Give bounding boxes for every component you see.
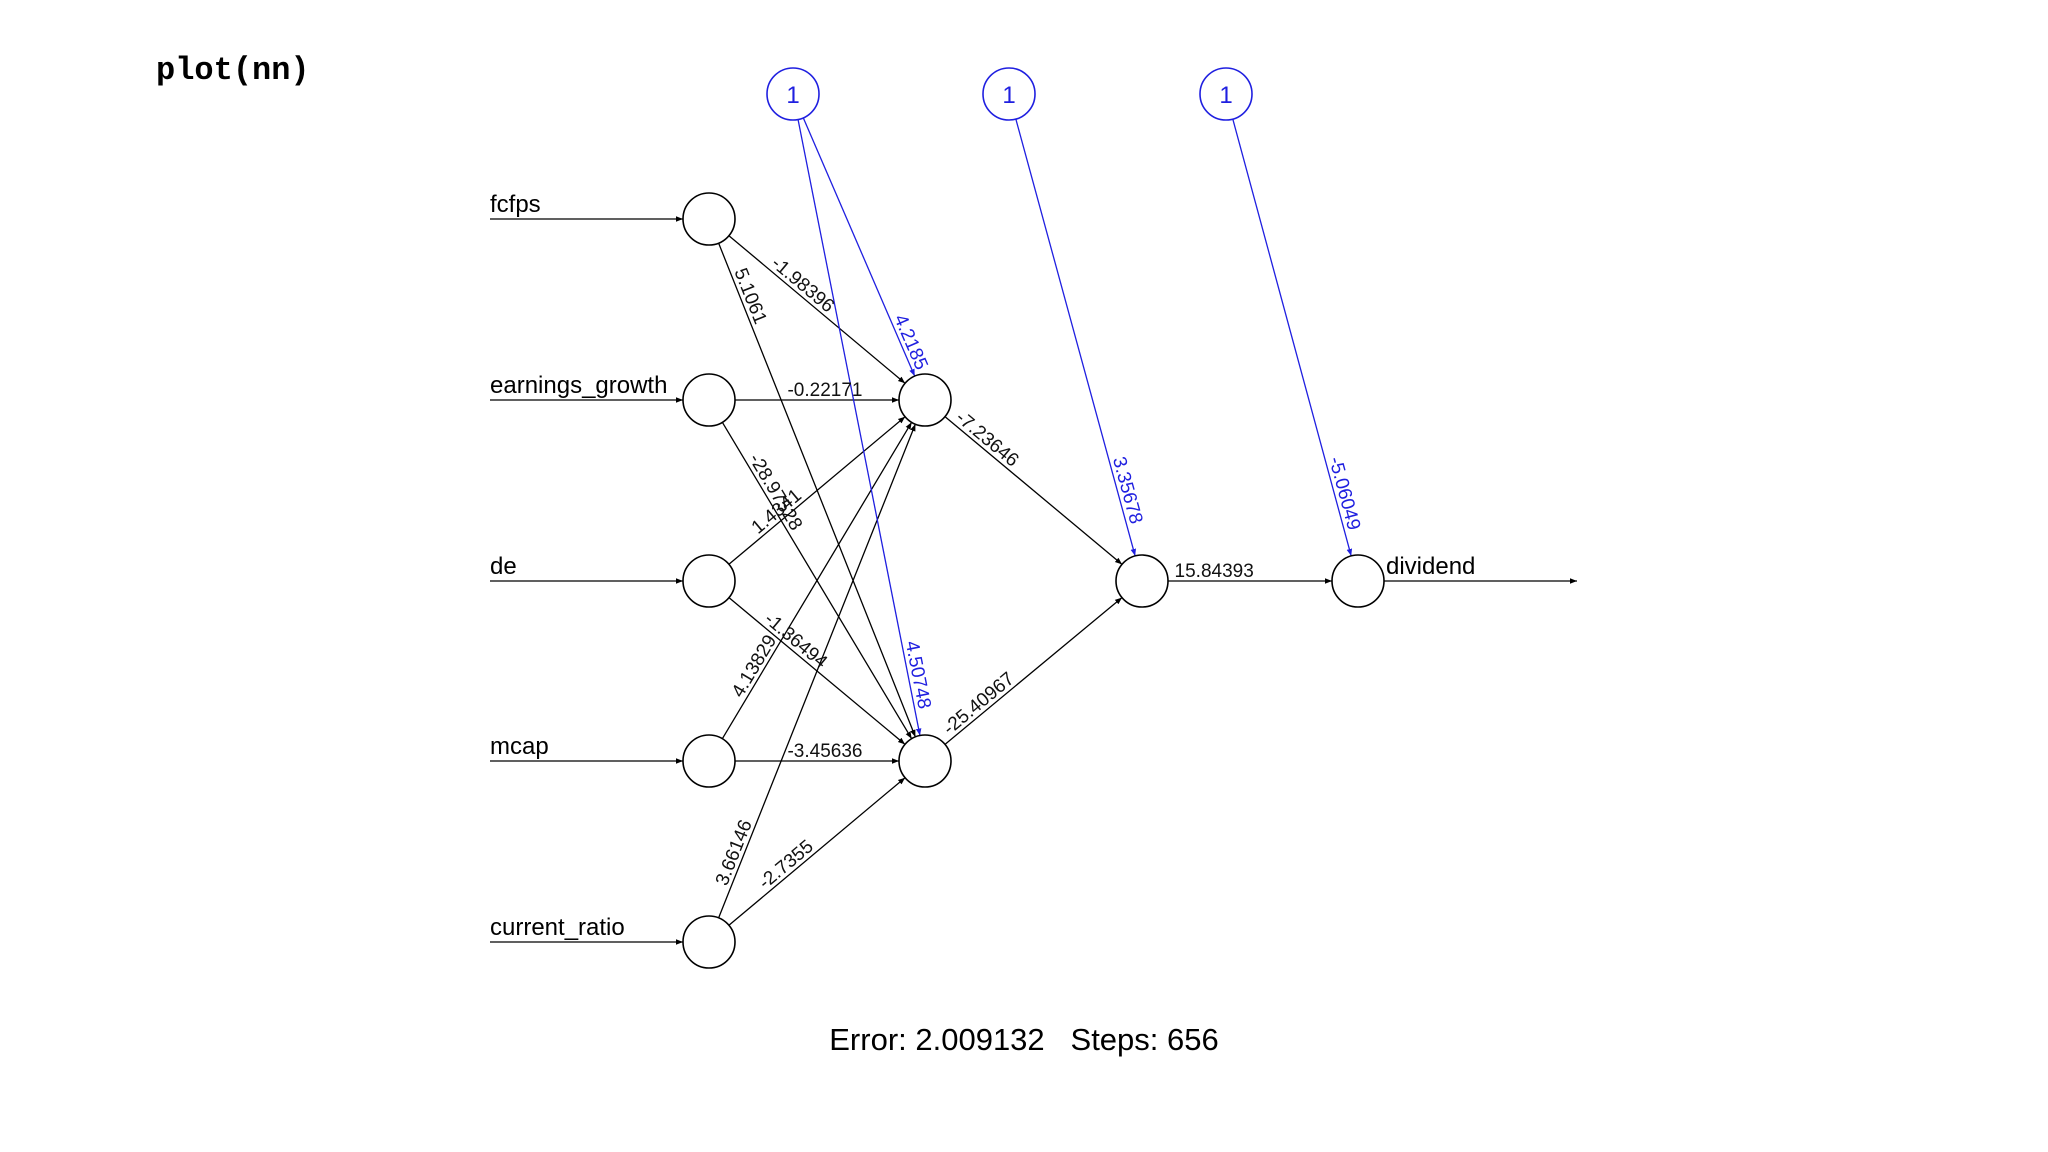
hidden1-node-1 xyxy=(898,373,952,427)
input-node-de xyxy=(682,554,736,608)
output-node xyxy=(1331,554,1385,608)
input-label-de: de xyxy=(490,553,517,580)
weight-label-hidden2-hidden2: -25.40967 xyxy=(939,668,1018,739)
edge-input5-hidden1 xyxy=(718,423,916,919)
edge-hidden1-hidden2 xyxy=(944,416,1123,565)
bias-weight-label-hidden1: 4.2185 xyxy=(889,311,931,373)
input-label-current_ratio: current_ratio xyxy=(490,914,625,941)
hidden2-node-1 xyxy=(1115,554,1169,608)
hidden1-node-2 xyxy=(898,734,952,788)
bias-edge-hidden1 xyxy=(802,117,916,377)
weight-label-input5-hidden1: 3.66146 xyxy=(712,817,757,889)
steps-value: Steps: 656 xyxy=(1070,1022,1219,1057)
bias-weight-label-hidden2: 4.50748 xyxy=(901,639,935,710)
nodes-layer: 1 1 1 xyxy=(682,67,1385,969)
output-label: dividend xyxy=(1386,553,1475,580)
bias-node-label-2: 1 xyxy=(1002,82,1015,109)
input-label-earnings_growth: earnings_growth xyxy=(490,372,667,399)
error-value: Error: 2.009132 xyxy=(829,1022,1045,1057)
weight-label-input5-hidden2: -2.7355 xyxy=(755,836,818,893)
input-node-current_ratio xyxy=(682,915,736,969)
bias-edge-hidden2 xyxy=(1015,118,1137,557)
edge-hidden2-hidden2 xyxy=(944,597,1123,745)
input-node-fcfps xyxy=(682,192,736,246)
weight-label-hidden2-output: 15.84393 xyxy=(1175,561,1254,582)
weight-label-input4-hidden1: 4.13829 xyxy=(728,632,781,702)
bias-weight-label-hidden2: 3.35678 xyxy=(1108,455,1146,527)
input-label-fcfps: fcfps xyxy=(490,191,541,218)
bias-node-label-3: 1 xyxy=(1219,82,1232,109)
bias-node-label-1: 1 xyxy=(786,82,799,109)
bias-weight-label-output: -5.06049 xyxy=(1324,455,1364,533)
training-summary: Error: 2.009132 Steps: 656 xyxy=(0,1022,2048,1058)
bias-edge-output xyxy=(1232,118,1353,557)
input-label-mcap: mcap xyxy=(490,733,549,760)
weight-label-input1-hidden1: -1.98396 xyxy=(767,253,838,317)
weight-label-input4-hidden2: -3.45636 xyxy=(787,741,862,762)
edge-input4-hidden1 xyxy=(721,421,913,740)
bias-node-3 xyxy=(1199,67,1253,121)
weight-label-input1-hidden2: 5.1061 xyxy=(729,265,770,327)
weight-label-input2-hidden1: -0.22171 xyxy=(787,380,862,401)
input-node-mcap xyxy=(682,734,736,788)
edge-input3-hidden1 xyxy=(728,416,906,565)
weight-label-hidden1-hidden2: -7.23646 xyxy=(951,407,1022,471)
bias-node-1 xyxy=(766,67,820,121)
bias-node-2 xyxy=(982,67,1036,121)
edge-input1-hidden1 xyxy=(728,235,906,384)
code-title: plot(nn) xyxy=(156,52,310,89)
input-node-earnings_growth xyxy=(682,373,736,427)
edges-layer xyxy=(490,117,1577,945)
edge-input5-hidden2 xyxy=(728,777,906,926)
bias-edge-hidden2 xyxy=(797,119,922,736)
